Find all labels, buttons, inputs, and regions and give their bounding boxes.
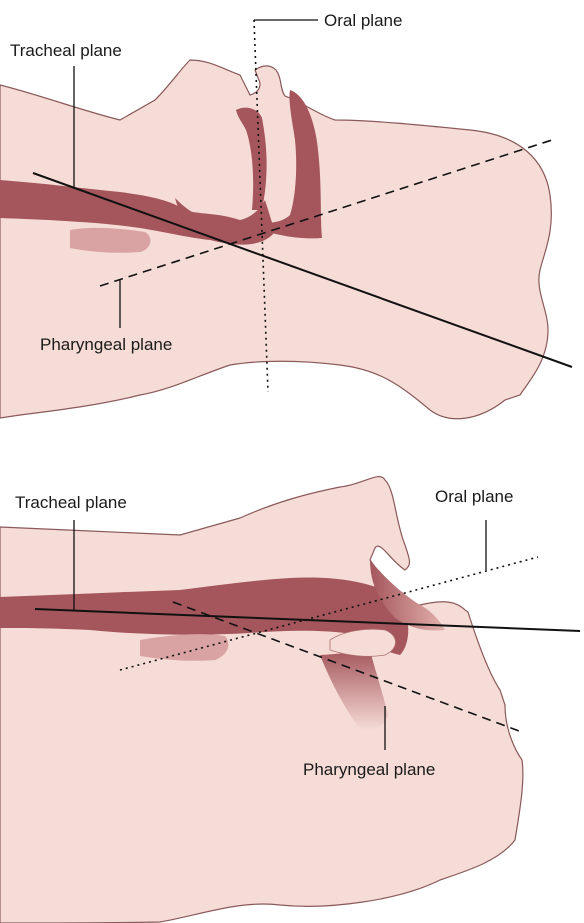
top-tracheal-plane-label: Tracheal plane [10, 41, 122, 60]
bottom-panel: Tracheal plane Oral plane Pharyngeal pla… [0, 477, 580, 923]
top-pharyngeal-plane-label: Pharyngeal plane [40, 335, 172, 354]
bottom-esophagus [140, 634, 228, 661]
bottom-head-silhouette [0, 477, 523, 923]
bottom-tracheal-plane-label: Tracheal plane [15, 493, 127, 512]
top-oral-plane-label: Oral plane [324, 11, 402, 30]
bottom-oral-plane-label: Oral plane [435, 487, 513, 506]
top-esophagus [70, 228, 150, 253]
bottom-pharyngeal-plane-label: Pharyngeal plane [303, 760, 435, 779]
top-panel: Tracheal plane Oral plane Pharyngeal pla… [0, 11, 572, 419]
